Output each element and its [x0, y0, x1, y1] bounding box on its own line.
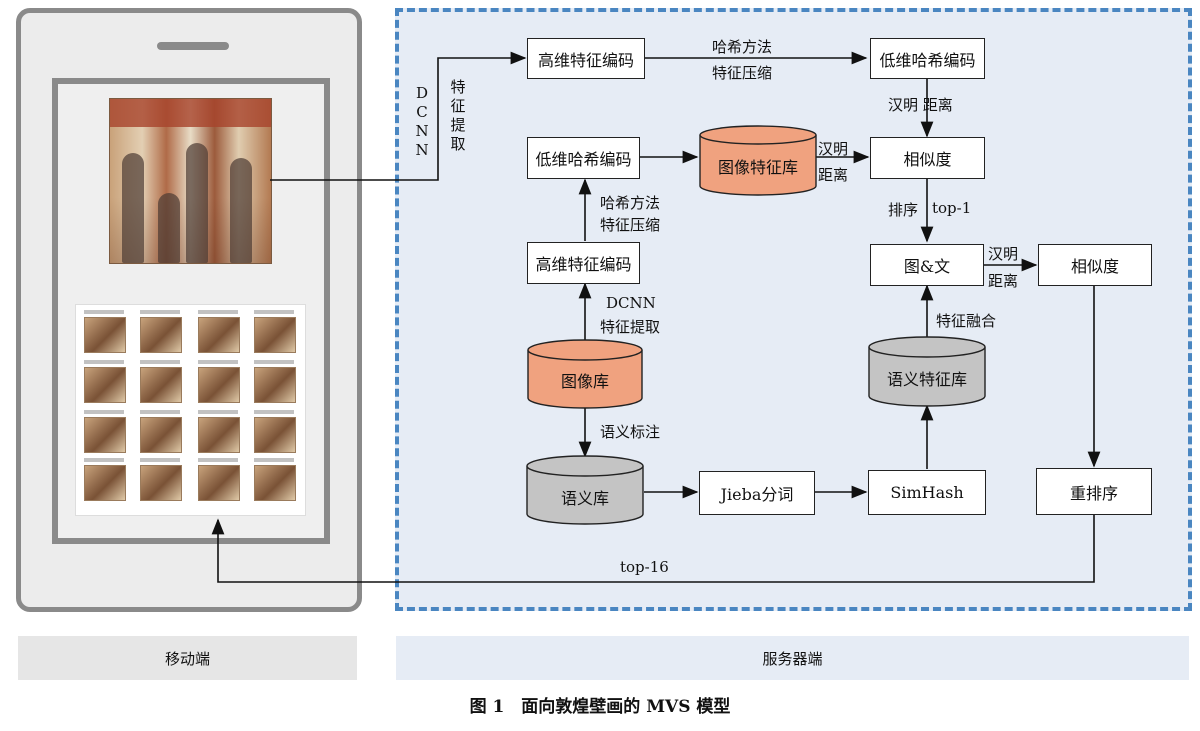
result-caption-bar	[140, 410, 180, 414]
figure-caption: 图 1 面向敦煌壁画的 MVS 模型	[469, 697, 731, 717]
result-caption-bar	[254, 360, 294, 364]
label-hamming-right-1: 汉明	[988, 245, 1019, 263]
label-feat-compress-mid: 特征压缩	[600, 216, 661, 234]
phone-speaker	[157, 42, 229, 50]
node-simhash: SimHash	[868, 470, 986, 515]
label-hash-method-mid: 哈希方法	[600, 194, 661, 212]
result-thumbnail	[254, 417, 296, 453]
node-rerank: 重排序	[1036, 468, 1152, 515]
result-thumbnail	[198, 417, 240, 453]
label-top1: top-1	[932, 199, 972, 217]
result-caption-bar	[84, 458, 124, 462]
result-thumbnail	[140, 317, 182, 353]
result-caption-bar	[84, 360, 124, 364]
result-caption-bar	[198, 458, 238, 462]
result-caption-bar	[84, 410, 124, 414]
result-thumbnail	[140, 367, 182, 403]
label-sort: 排序	[888, 201, 919, 219]
label-sem-annot: 语义标注	[600, 423, 661, 441]
footer-server-label: 服务器端	[396, 636, 1189, 680]
result-thumbnail	[140, 465, 182, 501]
result-thumbnail	[254, 465, 296, 501]
result-caption-bar	[140, 458, 180, 462]
label-feat-compress-top: 特征压缩	[712, 64, 773, 82]
result-thumbnail	[198, 367, 240, 403]
label-dcnn-vertical: DCNN	[415, 84, 429, 159]
label-hamming-mid-2: 距离	[818, 166, 849, 184]
footer-mobile-label: 移动端	[18, 636, 357, 680]
label-feat-fusion: 特征融合	[936, 312, 997, 330]
node-jieba: Jieba分词	[699, 471, 815, 515]
node-ld-code-mid: 低维哈希编码	[527, 137, 640, 179]
result-caption-bar	[84, 310, 124, 314]
label-feat-extract-vertical: 特征提取	[450, 78, 466, 153]
node-ld-code-top: 低维哈希编码	[870, 38, 985, 79]
result-caption-bar	[198, 410, 238, 414]
result-caption-bar	[140, 360, 180, 364]
result-thumbnail-grid	[75, 304, 306, 516]
result-thumbnail	[84, 417, 126, 453]
result-caption-bar	[254, 410, 294, 414]
node-sem-db: 语义库	[560, 489, 609, 508]
result-thumbnail	[84, 317, 126, 353]
result-caption-bar	[254, 310, 294, 314]
label-dcnn-mid: DCNN	[606, 294, 656, 312]
result-thumbnail	[254, 317, 296, 353]
result-caption-bar	[254, 458, 294, 462]
query-mural-image	[109, 98, 272, 264]
result-caption-bar	[140, 310, 180, 314]
result-thumbnail	[198, 465, 240, 501]
result-thumbnail	[84, 465, 126, 501]
label-hash-method-top: 哈希方法	[712, 38, 773, 56]
result-thumbnail	[198, 317, 240, 353]
node-img-db: 图像库	[560, 372, 609, 391]
label-hamming-top: 汉明 距离	[888, 96, 953, 114]
label-hamming-right-2: 距离	[988, 272, 1019, 290]
result-caption-bar	[198, 360, 238, 364]
node-hd-code-top: 高维特征编码	[527, 38, 645, 79]
cylinders	[526, 125, 986, 525]
node-img-feat-db: 图像特征库	[717, 158, 798, 177]
node-img-text: 图&文	[870, 244, 984, 286]
label-top16: top-16	[620, 558, 669, 576]
label-feat-extract-mid: 特征提取	[600, 318, 661, 336]
node-sem-feat-db: 语义特征库	[886, 370, 967, 389]
node-similarity-2: 相似度	[1038, 244, 1152, 286]
result-thumbnail	[84, 367, 126, 403]
label-hamming-mid-1: 汉明	[818, 140, 849, 158]
result-thumbnail	[140, 417, 182, 453]
result-thumbnail	[254, 367, 296, 403]
node-similarity-1: 相似度	[870, 137, 985, 179]
node-hd-code-mid: 高维特征编码	[527, 242, 640, 284]
result-caption-bar	[198, 310, 238, 314]
